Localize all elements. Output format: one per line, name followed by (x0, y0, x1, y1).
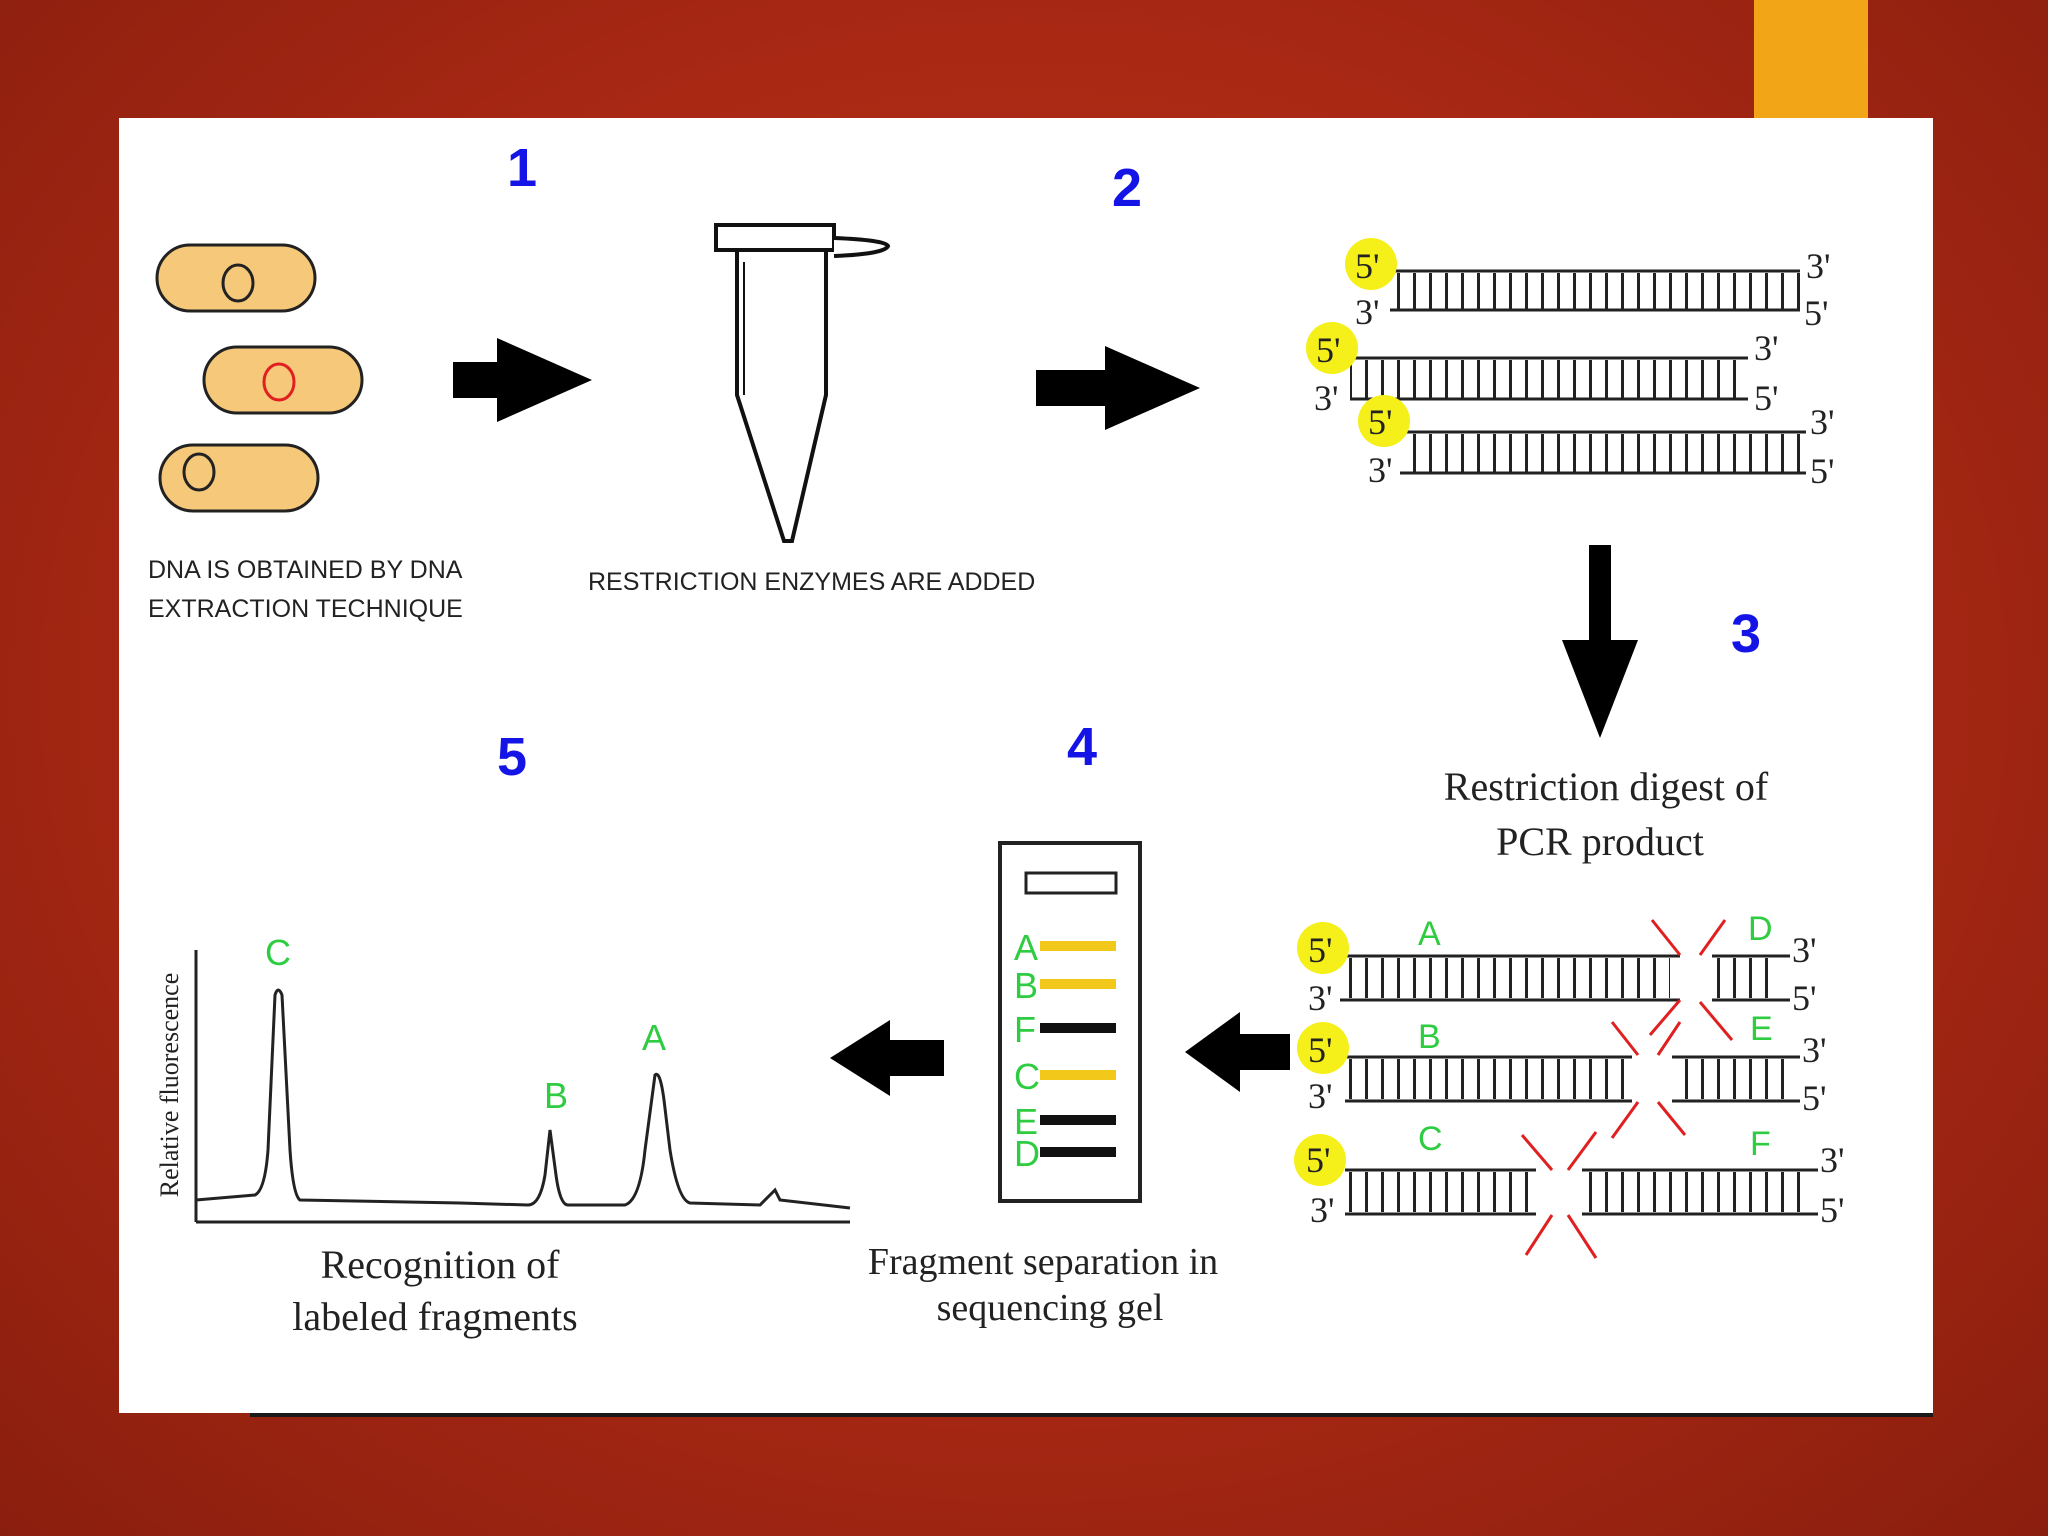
end-label-5p: 5' (1820, 1190, 1845, 1230)
accent-tab (1754, 0, 1868, 118)
caption-digest-line1: Restriction digest of (1444, 764, 1769, 809)
gel-band-label-b: B (1014, 965, 1038, 1006)
fragment-label-d: D (1748, 910, 1773, 948)
bacteria-cells (155, 243, 364, 513)
bacterium-cell (155, 243, 317, 313)
plasmid-icon (221, 263, 255, 303)
end-label-5p: 5' (1802, 1078, 1827, 1118)
end-label-3p: 3' (1368, 450, 1393, 490)
end-label-3p: 3' (1802, 1030, 1827, 1070)
caption-extraction-line2: EXTRACTION TECHNIQUE (148, 595, 463, 623)
gel-band-e (1040, 1115, 1116, 1125)
gel-band-label-a: A (1014, 927, 1038, 968)
end-label-5p: 5' (1804, 293, 1829, 333)
y-axis-label: Relative fluorescence (155, 973, 184, 1198)
caption-extraction-line1: DNA IS OBTAINED BY DNA (148, 556, 463, 584)
arrow-right-icon (1036, 346, 1200, 430)
end-label-5p: 5' (1308, 930, 1333, 970)
panel-shadow (250, 1413, 1933, 1417)
end-label-3p: 3' (1314, 378, 1339, 418)
end-label-5p: 5' (1355, 246, 1380, 286)
caption-recognition-line2: labeled fragments (292, 1294, 577, 1339)
caption-gel-line2: sequencing gel (937, 1287, 1164, 1329)
end-label-5p: 5' (1308, 1030, 1333, 1070)
plasmid-icon (182, 452, 216, 492)
digested-fragments (1294, 922, 1818, 1216)
five-prime-highlight (1297, 1022, 1349, 1074)
fragment-label-f: F (1750, 1125, 1771, 1163)
peak-label-b: B (544, 1075, 568, 1116)
end-label-5p: 5' (1810, 451, 1835, 491)
step-number-2: 2 (1112, 158, 1142, 218)
gel-band-c (1040, 1070, 1116, 1080)
arrow-left-icon (830, 1020, 944, 1096)
caption-gel-line1: Fragment separation in (868, 1241, 1218, 1283)
bacterium-cell (202, 345, 364, 415)
gel-band-b (1040, 979, 1116, 989)
end-label-3p: 3' (1308, 978, 1333, 1018)
fragment-label-a: A (1418, 915, 1441, 953)
end-label-3p: 3' (1820, 1140, 1845, 1180)
step-number-1: 1 (507, 138, 537, 198)
fluorescence-trace (195, 988, 851, 1210)
fragment-label-e: E (1750, 1010, 1773, 1048)
caption-digest-line2: PCR product (1496, 819, 1704, 864)
end-label-5p: 5' (1792, 978, 1817, 1018)
gel-band-label-f: F (1014, 1009, 1036, 1050)
end-label-3p: 3' (1308, 1076, 1333, 1116)
electropherogram (194, 950, 851, 1224)
five-prime-highlight (1358, 395, 1410, 447)
gel-band-d (1040, 1147, 1116, 1157)
gel-band-f (1040, 1023, 1116, 1033)
cut-site-marks (1520, 919, 1734, 1259)
step-number-3: 3 (1731, 604, 1761, 664)
gel-band-label-d: D (1014, 1133, 1040, 1174)
pcr-products (1306, 238, 1806, 475)
end-label-5p: 5' (1306, 1140, 1331, 1180)
eppendorf-tube-icon (714, 223, 891, 543)
plasmid-icon (262, 362, 296, 402)
arrow-right-icon (453, 338, 592, 422)
gel-band-label-c: C (1014, 1056, 1040, 1097)
five-prime-highlight (1306, 322, 1358, 374)
end-label-3p: 3' (1754, 328, 1779, 368)
caption-enzymes: RESTRICTION ENZYMES ARE ADDED (588, 568, 1035, 596)
gel-band-a (1040, 941, 1116, 951)
fragment-label-b: B (1418, 1018, 1441, 1056)
arrow-down-icon (1562, 545, 1638, 738)
bacterium-cell (158, 443, 320, 513)
step-number-5: 5 (497, 727, 527, 787)
peak-label-a: A (642, 1017, 666, 1058)
end-label-3p: 3' (1792, 930, 1817, 970)
end-label-3p: 3' (1806, 246, 1831, 286)
step-number-4: 4 (1067, 717, 1097, 777)
five-prime-highlight (1294, 1134, 1346, 1186)
gel-well (1024, 871, 1118, 895)
gel-band-label-e: E (1014, 1101, 1038, 1142)
peak-label-c: C (265, 932, 291, 973)
end-label-5p: 5' (1316, 330, 1341, 370)
end-label-5p: 5' (1754, 378, 1779, 418)
five-prime-highlight (1345, 238, 1397, 290)
end-label-5p: 5' (1368, 402, 1393, 442)
five-prime-highlight (1297, 922, 1349, 974)
caption-recognition-line1: Recognition of (321, 1242, 561, 1287)
end-label-3p: 3' (1355, 292, 1380, 332)
fragment-label-c: C (1418, 1120, 1443, 1158)
end-label-3p: 3' (1810, 402, 1835, 442)
arrow-left-icon (1185, 1012, 1290, 1092)
end-label-3p: 3' (1310, 1190, 1335, 1230)
